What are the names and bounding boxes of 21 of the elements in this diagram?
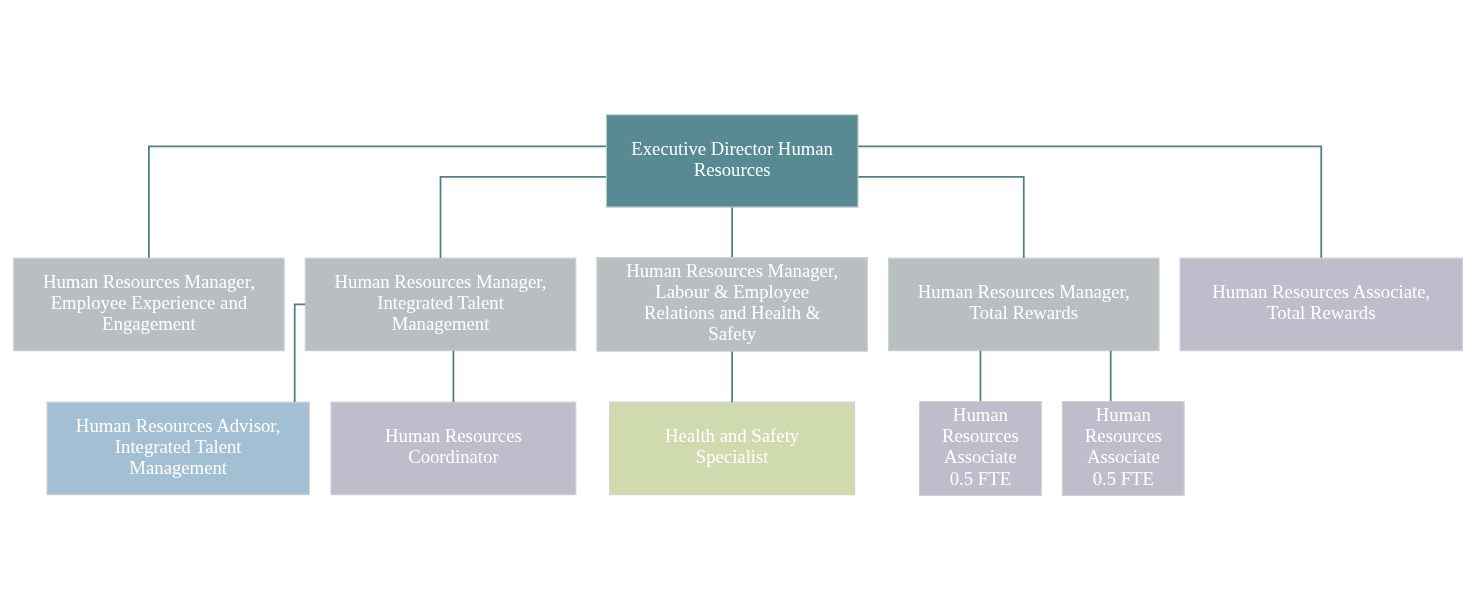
node-box: Human Resources Associate 0.5 FTE <box>1061 401 1185 496</box>
node-box: Human Resources Coordinator <box>330 401 577 496</box>
connector <box>857 145 1323 259</box>
connector <box>1109 349 1112 403</box>
node-box: Human Resources Manager, Total Rewards <box>887 257 1160 352</box>
node-box: Executive Director Human Resources <box>605 114 859 208</box>
node-box: Human Resources Associate, Total Rewards <box>1179 257 1463 352</box>
node-box: Health and Safety Specialist <box>609 401 856 496</box>
connector <box>979 349 982 403</box>
connector <box>293 303 307 403</box>
node-box: Human Resources Manager, Labour & Employee Relations and Health & Safety <box>596 257 868 352</box>
connector <box>439 175 607 259</box>
connector <box>857 175 1025 259</box>
connector <box>452 349 455 404</box>
connector <box>731 206 733 258</box>
connector <box>731 350 733 404</box>
node-box: Human Resources Advisor, Integrated Talent Management <box>46 401 310 496</box>
node-box: Human Resources Manager, Integrated Talent Management <box>304 257 577 352</box>
connector <box>148 145 607 259</box>
node-box: Human Resources Associate 0.5 FTE <box>918 401 1042 496</box>
node-box: Human Resources Manager, Employee Experience and Engagement <box>13 257 285 352</box>
